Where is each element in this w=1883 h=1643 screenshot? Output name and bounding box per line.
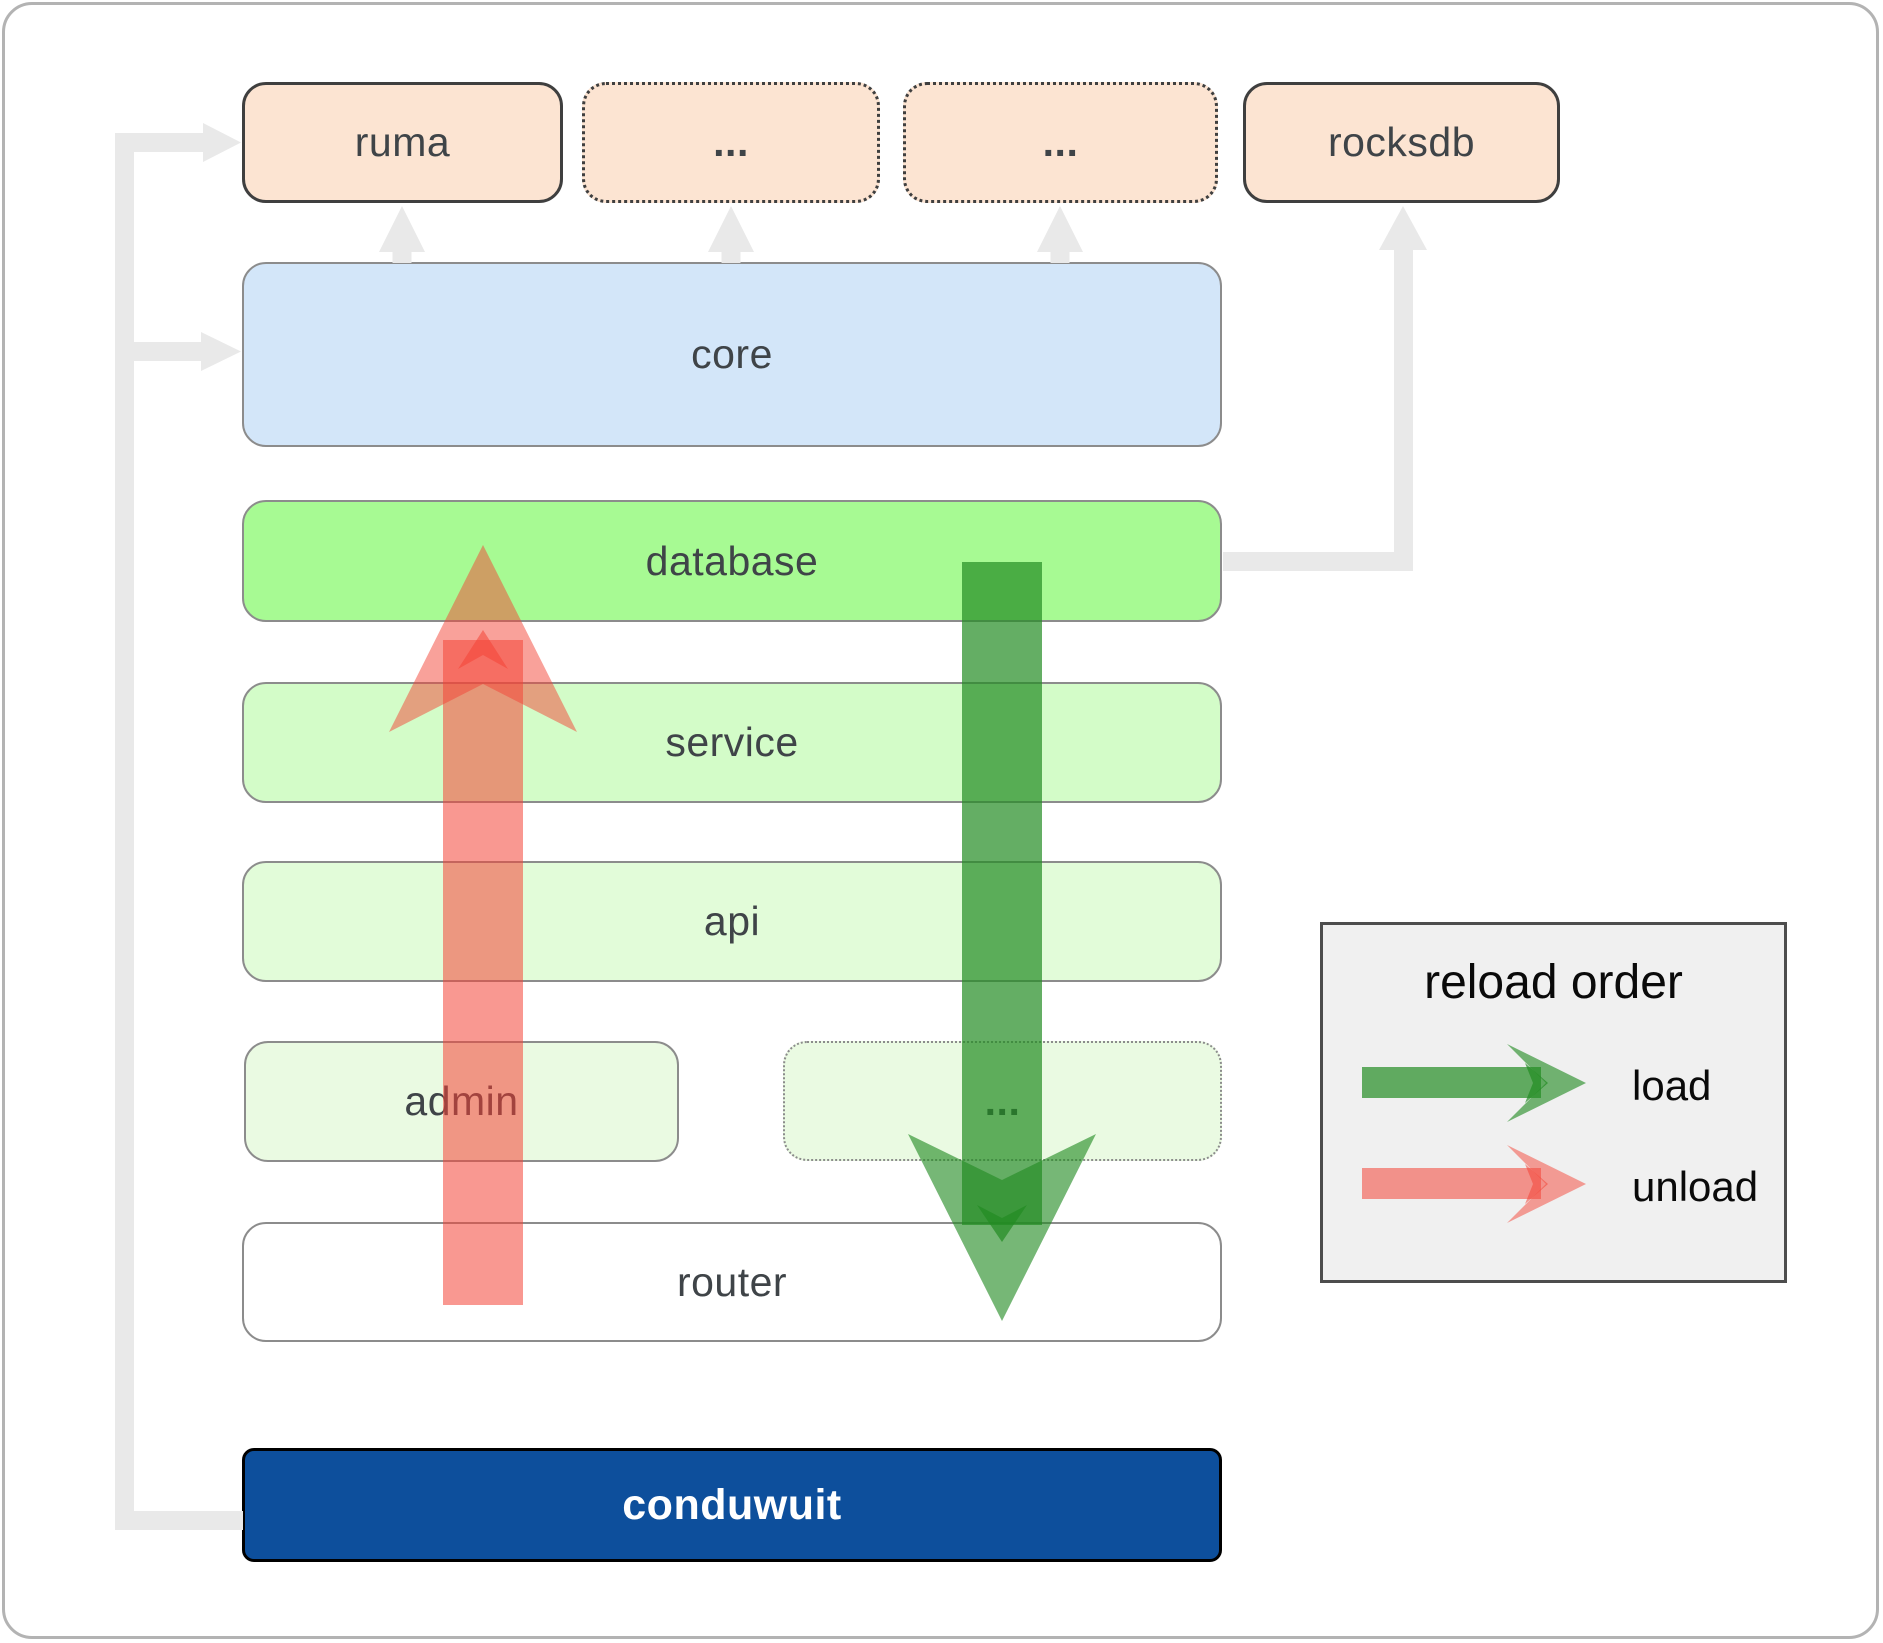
box-rocksdb-label: rocksdb: [1327, 119, 1476, 165]
box-ellipsis-top-2-label: ...: [1042, 119, 1079, 165]
box-ellipsis-top-2: ...: [903, 82, 1218, 203]
box-admin-label: admin: [404, 1078, 519, 1124]
box-conduwuit-label: conduwuit: [622, 1480, 842, 1529]
box-ellipsis-admin-label: ...: [984, 1077, 1021, 1124]
legend-unload-label: unload: [1632, 1163, 1759, 1210]
box-ruma: ruma: [242, 82, 563, 203]
box-core-label: core: [691, 331, 773, 377]
box-core: core: [242, 262, 1222, 447]
box-ellipsis-top-1: ...: [582, 82, 880, 203]
box-database-label: database: [645, 537, 819, 584]
box-rocksdb: rocksdb: [1243, 82, 1560, 203]
box-router: router: [242, 1222, 1222, 1342]
box-router-label: router: [676, 1258, 788, 1305]
box-api: api: [242, 861, 1222, 982]
box-ellipsis-top-1-label: ...: [713, 119, 749, 165]
legend-title: reload order: [1424, 956, 1683, 1009]
box-admin: admin: [244, 1041, 679, 1162]
box-database: database: [242, 500, 1222, 622]
box-ellipsis-admin: ...: [783, 1041, 1222, 1161]
box-api-label: api: [703, 898, 761, 944]
box-ruma-label: ruma: [354, 119, 451, 165]
box-service: service: [242, 682, 1222, 803]
legend: reload order load unload: [1320, 922, 1787, 1283]
box-conduwuit: conduwuit: [242, 1448, 1222, 1562]
legend-load-label: load: [1632, 1062, 1712, 1109]
box-service-label: service: [665, 719, 799, 765]
